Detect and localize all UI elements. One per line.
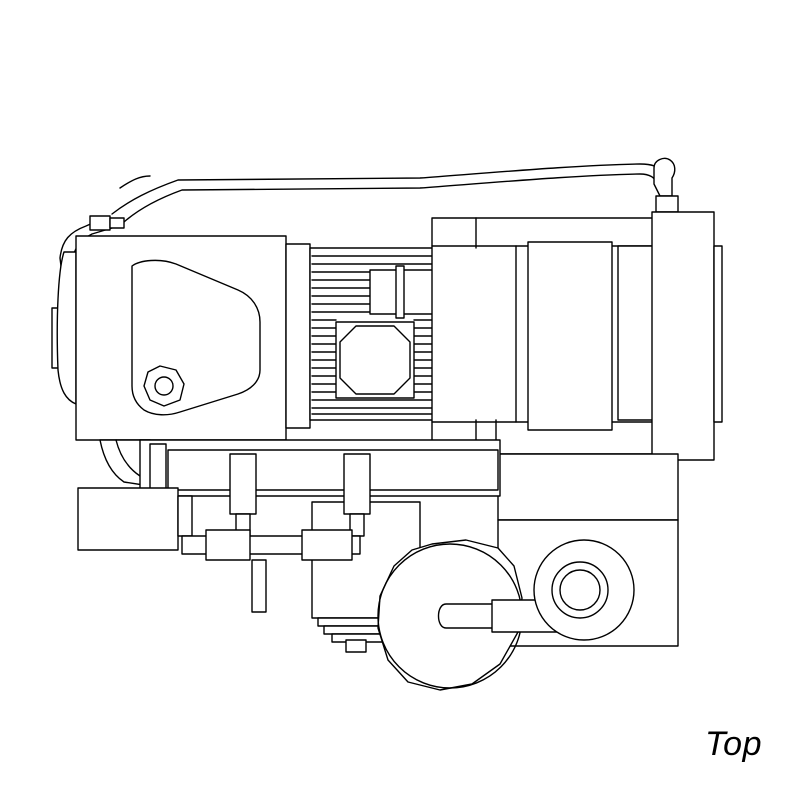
drain-stub [252,560,266,612]
hose-elbow-fitting [654,158,678,212]
vertical-pipe-right [344,454,370,536]
left-hose-fitting-upper [90,216,124,230]
view-label-top: Top [705,725,762,763]
left-outlet-block [78,488,192,550]
motor-flange [286,244,310,428]
right-end-cap [652,212,722,460]
left-pump-housing [76,236,286,440]
terminal-box [336,322,414,398]
right-gap-panel [618,246,654,420]
housing-bolt [144,366,184,406]
vertical-pipe-left [230,454,256,536]
gauge-dial [534,540,634,640]
lower-center-frame [140,440,500,496]
left-end-plate [52,252,76,404]
right-inner-panel [528,242,612,430]
horizontal-manifold-pipe [182,530,360,560]
